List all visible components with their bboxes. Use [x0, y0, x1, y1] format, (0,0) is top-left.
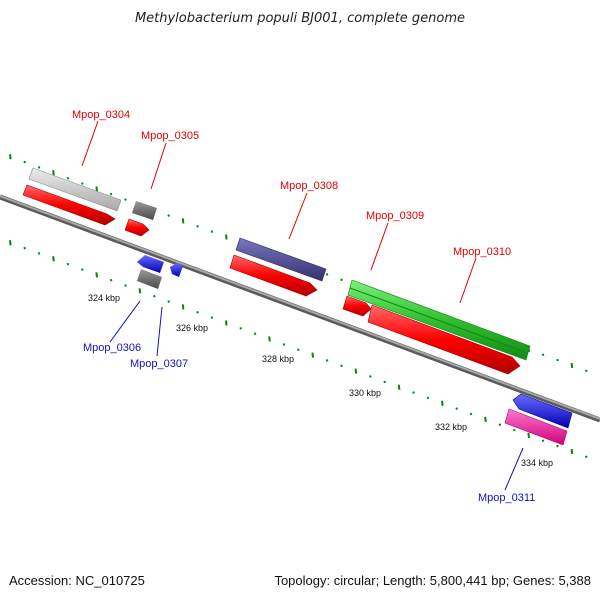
minor-tick-mark — [66, 262, 70, 266]
minor-tick-mark — [124, 284, 127, 287]
minor-tick-mark — [541, 439, 545, 443]
minor-tick-mark — [585, 369, 588, 373]
minor-tick-mark — [153, 294, 156, 298]
major-tick-mark — [354, 368, 358, 374]
minor-tick-mark — [469, 412, 473, 416]
feature-mpop-0311-pink[interactable] — [504, 408, 568, 446]
major-tick-mark — [52, 170, 55, 176]
gene-label-mpop-0307[interactable]: Mpop_0307 — [130, 358, 188, 370]
gene-label-mpop-0308[interactable]: Mpop_0308 — [280, 180, 338, 192]
minor-tick-mark — [37, 166, 41, 169]
minor-tick-mark — [369, 375, 372, 378]
tick-label-324: 324 kbp — [88, 293, 120, 303]
minor-tick-mark — [426, 396, 430, 400]
minor-tick-mark — [167, 300, 170, 303]
minor-tick-mark — [210, 230, 214, 233]
genome-backbone — [0, 194, 600, 423]
major-tick-mark — [52, 256, 55, 262]
feature-mpop-0305-grey[interactable] — [132, 201, 157, 220]
major-tick-mark — [181, 218, 185, 224]
minor-tick-mark — [513, 428, 516, 432]
feature-mpop-0310-cds[interactable] — [367, 304, 521, 375]
minor-tick-mark — [23, 246, 26, 250]
tick-label-330: 330 kbp — [349, 388, 381, 398]
minor-tick-mark — [325, 273, 329, 276]
feature-mpop-0308-purple[interactable] — [235, 237, 327, 282]
major-tick-mark — [9, 240, 12, 246]
map-title: Methylobacterium populi BJ001, complete … — [135, 11, 465, 26]
topology-text: Topology: circular; Length: 5,800,441 bp… — [274, 573, 591, 588]
gene-label-mpop-0310[interactable]: Mpop_0310 — [453, 246, 511, 258]
minor-tick-mark — [196, 311, 199, 314]
minor-tick-mark — [340, 278, 343, 282]
feature-mpop-0308-cds[interactable] — [229, 254, 318, 297]
feature-mpop-0305-cds[interactable] — [124, 218, 150, 237]
tick-label-326: 326 kbp — [176, 323, 208, 333]
minor-tick-mark — [585, 455, 588, 459]
major-tick-mark — [527, 432, 530, 439]
minor-tick-mark — [37, 252, 41, 255]
gene-label-mpop-0305[interactable]: Mpop_0305 — [141, 130, 199, 142]
minor-tick-mark — [124, 198, 127, 201]
gene-label-mpop-0311[interactable]: Mpop_0311 — [478, 492, 535, 504]
tick-label-332: 332 kbp — [435, 422, 467, 432]
feature-bars — [22, 167, 573, 446]
minor-tick-mark — [23, 160, 26, 164]
minor-tick-mark — [455, 407, 458, 410]
major-tick-mark — [311, 352, 314, 358]
lower-tick-track — [9, 240, 588, 459]
minor-tick-mark — [556, 444, 559, 448]
minor-tick-mark — [340, 364, 343, 368]
major-tick-mark — [95, 272, 98, 278]
feature-mpop-0307[interactable] — [170, 263, 183, 277]
minor-tick-mark — [253, 332, 257, 335]
minor-tick-mark — [167, 214, 170, 217]
minor-tick-mark — [109, 192, 113, 196]
minor-tick-mark — [282, 343, 286, 346]
feature-mpop-0311[interactable] — [512, 393, 573, 429]
minor-tick-mark — [109, 278, 113, 282]
accession-text: Accession: NC_010725 — [9, 573, 145, 588]
major-tick-mark — [441, 400, 444, 406]
major-tick-mark — [268, 336, 271, 342]
major-tick-mark — [570, 362, 574, 369]
minor-tick-mark — [81, 268, 84, 271]
feature-mpop-0307-grey[interactable] — [137, 269, 162, 289]
gene-label-mpop-0309[interactable]: Mpop_0309 — [366, 210, 424, 222]
feature-mpop-0304-cds[interactable] — [22, 184, 116, 226]
minor-tick-mark — [210, 316, 214, 319]
major-tick-mark — [225, 234, 228, 240]
feature-mpop-0309-cds[interactable] — [342, 295, 372, 317]
major-tick-mark — [95, 186, 98, 192]
major-tick-mark — [138, 288, 142, 294]
tick-label-328: 328 kbp — [262, 354, 294, 364]
label-leaders — [81, 120, 524, 491]
major-tick-mark — [484, 416, 487, 422]
minor-tick-mark — [412, 391, 415, 394]
minor-tick-mark — [239, 327, 242, 330]
major-tick-mark — [570, 448, 574, 455]
major-tick-mark — [225, 320, 228, 326]
major-tick-mark — [9, 154, 12, 160]
minor-tick-mark — [325, 359, 329, 362]
minor-tick-mark — [541, 353, 545, 357]
minor-tick-mark — [498, 423, 502, 426]
minor-tick-mark — [81, 182, 84, 185]
minor-tick-mark — [556, 358, 559, 362]
major-tick-mark — [397, 384, 401, 390]
minor-tick-mark — [383, 380, 386, 384]
minor-tick-mark — [297, 348, 300, 352]
tick-label-334: 334 kbp — [521, 458, 553, 468]
major-tick-mark — [181, 304, 185, 310]
gene-label-mpop-0304[interactable]: Mpop_0304 — [72, 109, 130, 121]
feature-mpop-0304-grey[interactable] — [28, 167, 122, 212]
feature-mpop-0306[interactable] — [137, 255, 164, 273]
gene-label-mpop-0306[interactable]: Mpop_0306 — [83, 342, 141, 354]
minor-tick-mark — [66, 176, 70, 180]
minor-tick-mark — [196, 225, 199, 228]
